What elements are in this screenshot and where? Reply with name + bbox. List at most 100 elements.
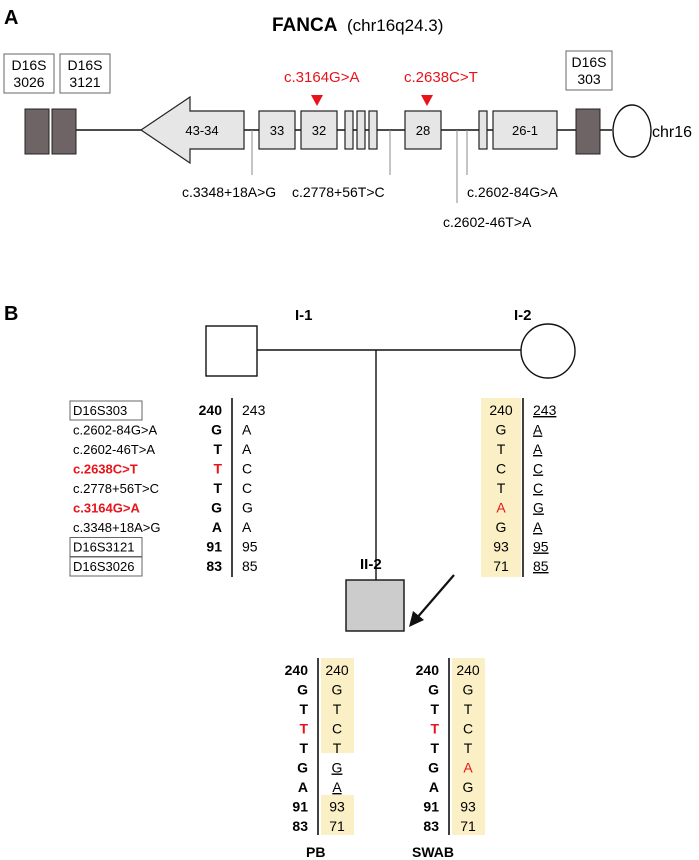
swab-right-allele-2: T bbox=[464, 701, 473, 717]
pb-right-allele-3: C bbox=[332, 721, 342, 737]
pb-left-allele-0: 240 bbox=[285, 662, 309, 678]
father-right-allele-2: A bbox=[242, 441, 252, 457]
exon-33-label: 33 bbox=[270, 123, 284, 138]
mother-left-allele-1: G bbox=[496, 422, 507, 438]
pb-left-allele-6: A bbox=[298, 779, 308, 795]
pb-right-allele-6: A bbox=[332, 779, 342, 795]
father-left-allele-0: 240 bbox=[199, 402, 223, 418]
marker-label-d16s3026-line1: D16S bbox=[11, 57, 46, 73]
pb-left-allele-2: T bbox=[299, 701, 308, 717]
marker-label-6: c.3348+18A>G bbox=[73, 520, 160, 535]
father-id: I-1 bbox=[295, 307, 313, 324]
exon-arrow-43-34 bbox=[139, 95, 245, 165]
marker-label-column: D16S303 c.2602-84G>A c.2602-46T>A c.2638C>T… bbox=[69, 400, 160, 577]
marker-label-box-0 bbox=[69, 400, 143, 421]
swab-right-allele-6: G bbox=[463, 779, 474, 795]
variant-c2602-84: c.2602-84G>A bbox=[467, 184, 558, 200]
mother-id: I-2 bbox=[514, 307, 532, 324]
variant-c2778: c.2778+56T>C bbox=[292, 184, 385, 200]
pb-right-allele-2: T bbox=[333, 701, 342, 717]
father-left-allele-1: G bbox=[211, 422, 222, 438]
swab-highlight bbox=[452, 658, 485, 835]
mother-left-allele-4: T bbox=[497, 480, 506, 496]
gene-name: FANCA bbox=[272, 15, 338, 36]
variant-marker-c3164-icon bbox=[311, 95, 323, 106]
pb-right-allele-4: T bbox=[333, 740, 342, 756]
variant-marker-c2638-icon bbox=[421, 95, 433, 106]
exon-26-1 bbox=[492, 110, 558, 150]
swab-left-allele-5: G bbox=[428, 760, 439, 776]
father-right-allele-0: 243 bbox=[242, 402, 266, 418]
mother-right-allele-5: G bbox=[533, 500, 544, 516]
exon-32 bbox=[300, 110, 338, 150]
swab-right-allele-1: G bbox=[463, 682, 474, 698]
swab-left-allele-7: 91 bbox=[423, 799, 439, 815]
pb-left-allele-1: G bbox=[297, 682, 308, 698]
pb-left-allele-5: G bbox=[297, 760, 308, 776]
father-right-allele-3: C bbox=[242, 461, 252, 477]
proband-arrow-icon bbox=[409, 611, 424, 627]
mother-right-allele-4: C bbox=[533, 480, 543, 496]
mother-right-allele-6: A bbox=[533, 519, 543, 535]
swab-right-allele-4: T bbox=[464, 740, 473, 756]
pb-left-allele-8: 83 bbox=[292, 818, 308, 834]
proband-arrow-line bbox=[415, 574, 455, 620]
marker-label-2: c.2602-46T>A bbox=[73, 442, 155, 457]
pathogenic-variant-c3164: c.3164G>A bbox=[284, 69, 359, 86]
exon-28-label: 28 bbox=[416, 123, 430, 138]
exon-small-3 bbox=[368, 110, 378, 150]
panel-a-label: A bbox=[4, 7, 18, 29]
pb-right-allele-0: 240 bbox=[325, 662, 349, 678]
sample-label-pb: PB bbox=[306, 844, 325, 860]
mother-left-allele-0: 240 bbox=[489, 402, 513, 418]
marker-block-d16s3026 bbox=[24, 108, 50, 155]
mother-right-allele-1: A bbox=[533, 422, 543, 438]
swab-left-allele-2: T bbox=[430, 701, 439, 717]
father-left-allele-2: T bbox=[213, 441, 222, 457]
father-symbol bbox=[205, 325, 258, 377]
panel-b-label: B bbox=[4, 303, 18, 325]
mother-highlight bbox=[481, 398, 521, 577]
father-right-allele-4: C bbox=[242, 480, 252, 496]
exon-28 bbox=[404, 110, 442, 150]
pb-left-allele-7: 91 bbox=[292, 799, 308, 815]
marker-label-d16s303-line2: 303 bbox=[577, 71, 601, 87]
father-right-allele-6: A bbox=[242, 519, 252, 535]
gene-locus: (chr16q24.3) bbox=[347, 16, 443, 35]
father-left-allele-3: T bbox=[213, 461, 222, 477]
mother-right-allele-8: 85 bbox=[533, 558, 549, 574]
chromosome-label: chr16 bbox=[652, 124, 692, 141]
sample-label-swab: SWAB bbox=[412, 844, 454, 860]
marker-label-1: c.2602-84G>A bbox=[73, 423, 158, 438]
marker-label-d16s3121-line2: 3121 bbox=[69, 74, 100, 90]
marker-label-box-d16s3121 bbox=[59, 53, 111, 94]
marker-label-3: c.2638C>T bbox=[73, 462, 138, 477]
father-left-allele-8: 83 bbox=[206, 558, 222, 574]
mother-left-allele-8: 71 bbox=[493, 558, 509, 574]
swab-right-allele-0: 240 bbox=[456, 662, 480, 678]
pb-highlight-bottom bbox=[321, 795, 354, 835]
mother-right-allele-7: 95 bbox=[533, 539, 549, 555]
marker-label-4: c.2778+56T>C bbox=[73, 481, 159, 496]
swab-right-allele-5: A bbox=[463, 760, 473, 776]
pb-right-allele-5: G bbox=[332, 760, 343, 776]
mother-left-allele-6: G bbox=[496, 519, 507, 535]
father-right-allele-5: G bbox=[242, 500, 253, 516]
pathogenic-variant-c2638: c.2638C>T bbox=[404, 69, 478, 86]
mother-symbol bbox=[520, 323, 576, 379]
father-right-allele-8: 85 bbox=[242, 558, 258, 574]
marker-label-0: D16S303 bbox=[73, 403, 127, 418]
marker-block-d16s3121 bbox=[51, 108, 77, 155]
marker-label-box-d16s303 bbox=[565, 50, 613, 91]
exon-small-2 bbox=[356, 110, 366, 150]
swab-left-allele-6: A bbox=[429, 779, 439, 795]
